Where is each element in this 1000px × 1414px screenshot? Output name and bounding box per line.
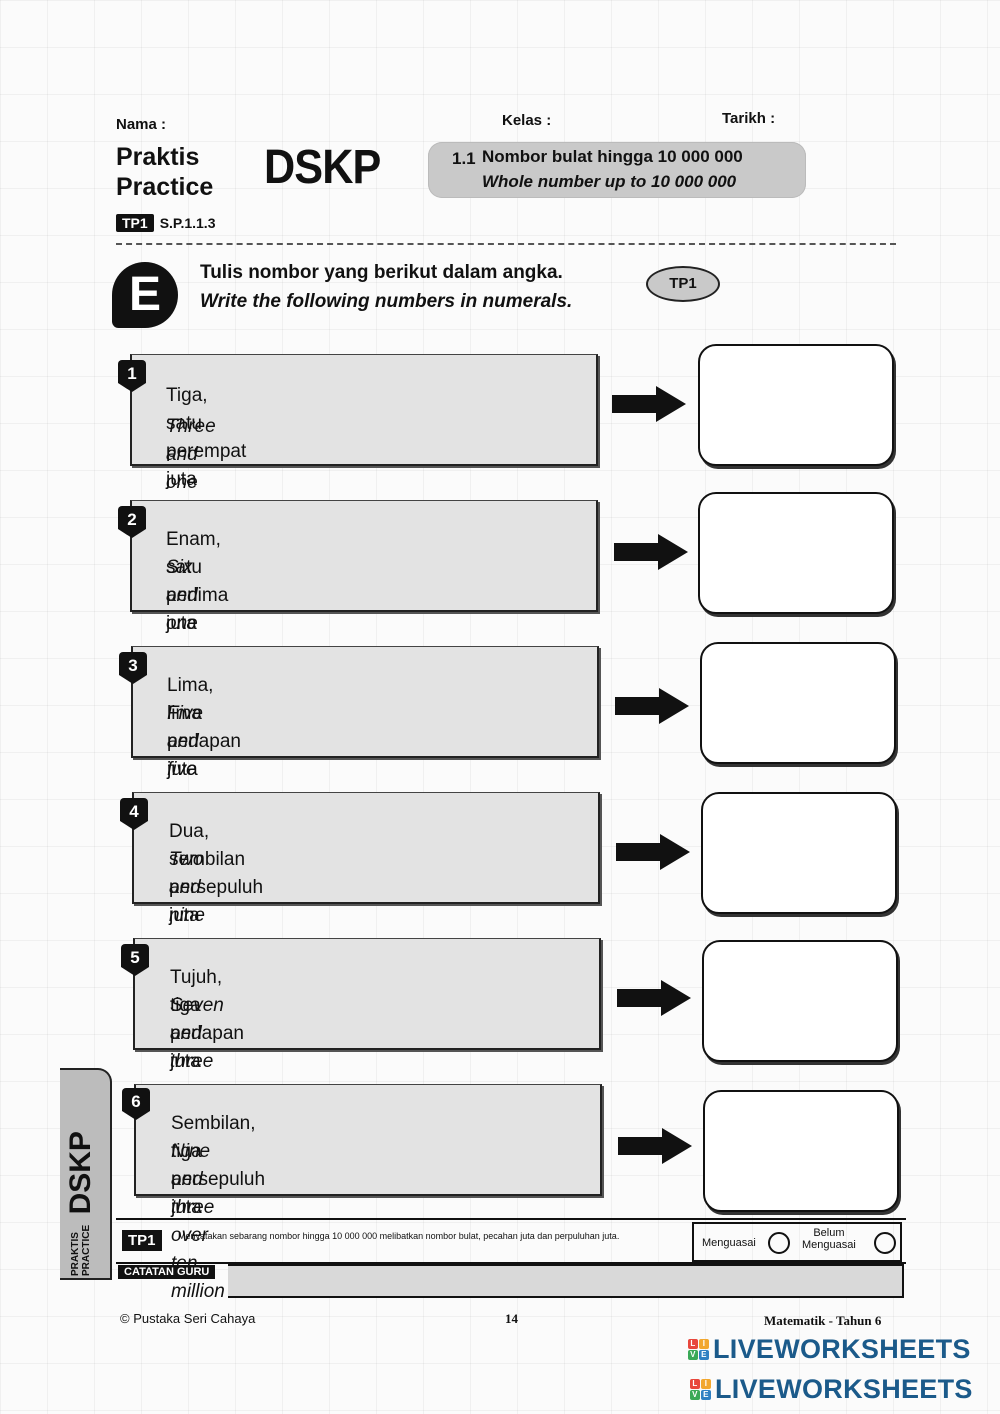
belum-menguasai-circle[interactable] xyxy=(874,1232,896,1254)
liveworksheets-logo: L I V E LIVEWORKSHEETS xyxy=(688,1334,971,1365)
title-dskp: DSKP xyxy=(264,141,381,194)
title-praktis: Praktis xyxy=(116,143,200,171)
question-box xyxy=(130,500,598,612)
sp-code: S.P.1.1.3 xyxy=(159,215,216,231)
tarikh-label: Tarikh : xyxy=(722,110,776,127)
answer-box[interactable] xyxy=(703,1090,899,1212)
question-box xyxy=(133,938,601,1050)
liveworksheets-logo: L I V E LIVEWORKSHEETS xyxy=(690,1374,973,1405)
instruction-malay: Tulis nombor yang berikut dalam angka. xyxy=(200,262,563,283)
question-box xyxy=(131,646,599,758)
tp-description: Menyatakan sebarang nombor hingga 10 000… xyxy=(178,1231,620,1241)
tp-strip: TP1 Menyatakan sebarang nombor hingga 10… xyxy=(116,1218,906,1264)
topic-malay: Nombor bulat hingga 10 000 000 xyxy=(482,147,743,166)
catatan-guru-bar[interactable] xyxy=(228,1264,904,1298)
belum-label-1: Belum xyxy=(813,1227,845,1239)
tp-footer-tag: TP1 xyxy=(122,1230,162,1251)
menguasai-circle[interactable] xyxy=(768,1232,790,1254)
topic-pill: 1.1 Nombor bulat hingga 10 000 000 Whole… xyxy=(428,142,806,198)
question-box xyxy=(130,354,598,466)
arrow-right-icon xyxy=(618,1128,692,1164)
section-e-badge: E xyxy=(112,262,178,328)
catatan-guru-label: CATATAN GURU xyxy=(118,1265,216,1279)
tp-oval: TP1 xyxy=(646,266,720,302)
answer-box[interactable] xyxy=(698,344,894,466)
instruction-english: Write the following numbers in numerals. xyxy=(200,291,573,312)
topic-number: 1.1 xyxy=(452,149,476,168)
liveworksheets-text: LIVEWORKSHEETS xyxy=(713,1334,971,1364)
kelas-label: Kelas : xyxy=(502,112,552,129)
question-malay: Enam, satu perlima juta xyxy=(166,529,229,634)
copyright: © Pustaka Seri Cahaya xyxy=(120,1311,256,1326)
answer-box[interactable] xyxy=(702,940,898,1062)
sp-code-row: TP1 S.P.1.1.3 xyxy=(116,214,215,232)
mastery-box: Menguasai Belum Menguasai xyxy=(692,1222,902,1262)
arrow-right-icon xyxy=(614,534,688,570)
question-box xyxy=(132,792,600,904)
question-box xyxy=(134,1084,602,1196)
dashed-divider xyxy=(116,243,896,245)
liveworksheets-icon: L I V E xyxy=(690,1379,711,1400)
liveworksheets-icon: L I V E xyxy=(688,1339,709,1360)
belum-label-2: Menguasai xyxy=(802,1239,856,1251)
question-malay: Sembilan, tiga persepuluh juta xyxy=(171,1113,266,1218)
side-tab-practice: PRACTICE xyxy=(81,1224,92,1276)
subject-label: Matematik - Tahun 6 xyxy=(764,1313,882,1328)
arrow-right-icon xyxy=(617,980,691,1016)
side-tab-dskp: DSKP xyxy=(64,1131,97,1215)
tp-tag: TP1 xyxy=(116,214,154,232)
question-malay: Lima, lima perlapan juta xyxy=(167,675,241,780)
question-malay: Dua, sembilan persepuluh juta xyxy=(169,821,264,926)
arrow-right-icon xyxy=(615,688,689,724)
question-malay: Tujuh, tiga perlapan juta xyxy=(170,967,244,1072)
page-number: 14 xyxy=(505,1311,518,1326)
question-malay: Tiga, satu perempat juta xyxy=(166,385,247,490)
arrow-right-icon xyxy=(616,834,690,870)
title-practice: Practice xyxy=(116,173,214,201)
answer-box[interactable] xyxy=(701,792,897,914)
answer-box[interactable] xyxy=(698,492,894,614)
side-tab-praktis: PRAKTIS xyxy=(70,1232,81,1276)
arrow-right-icon xyxy=(612,386,686,422)
instruction: Tulis nombor yang berikut dalam angka. W… xyxy=(200,258,572,316)
liveworksheets-text: LIVEWORKSHEETS xyxy=(715,1374,973,1404)
menguasai-label: Menguasai xyxy=(702,1237,756,1249)
topic-english: Whole number up to 10 000 000 xyxy=(482,172,737,191)
answer-box[interactable] xyxy=(700,642,896,764)
nama-label: Nama : xyxy=(116,116,167,133)
page-title: Praktis Practice xyxy=(116,142,213,202)
